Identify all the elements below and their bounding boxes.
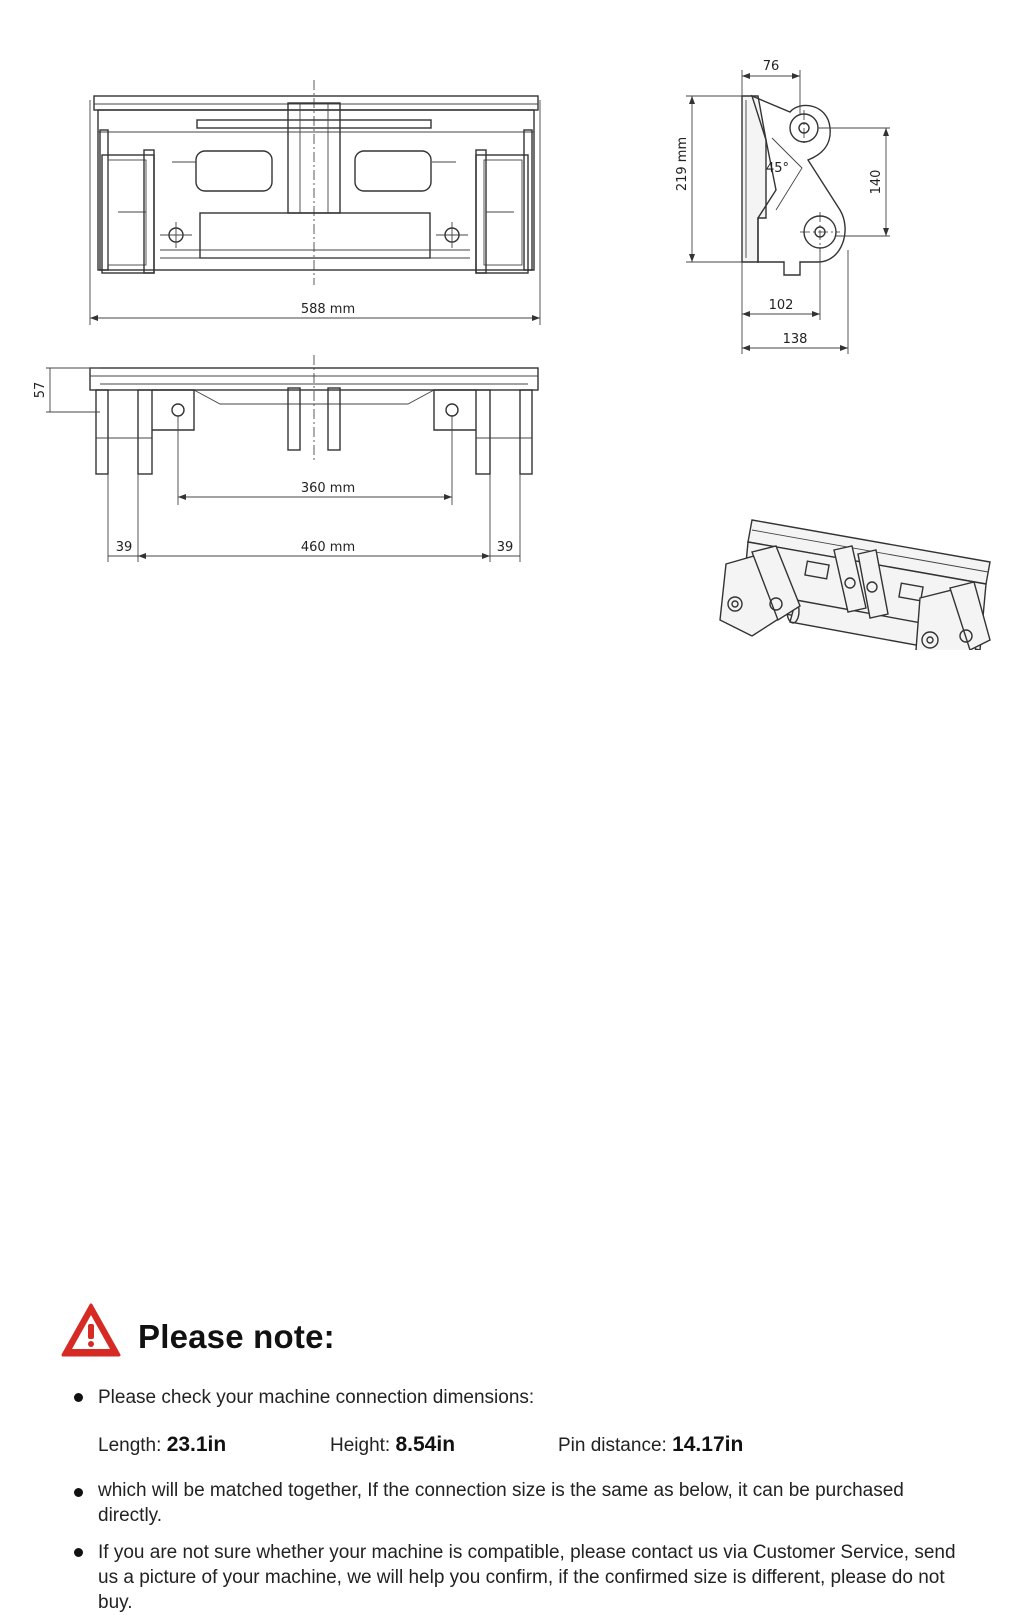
front-view: 588 mm (89, 80, 541, 325)
dim-460: 460 mm (301, 540, 355, 555)
note-line-1: Please check your machine connection dim… (98, 1387, 535, 1408)
measurement-height: Height: 8.54in (330, 1433, 455, 1457)
dim-588: 588 mm (301, 302, 355, 317)
measurement-value: 23.1in (166, 1433, 227, 1456)
dim-45deg: 45° (766, 161, 789, 176)
dim-140: 140 (869, 170, 884, 195)
dim-102: 102 (769, 298, 794, 313)
dim-76: 76 (763, 59, 780, 74)
measurement-length: Length: 23.1in (98, 1433, 226, 1457)
bullet-icon (74, 1393, 83, 1402)
top-view: 57 360 mm 39 460 mm 39 (33, 355, 539, 562)
measurement-pin-distance: Pin distance: 14.17in (558, 1433, 743, 1457)
note-title: Please note: (138, 1318, 335, 1355)
note-line-2: which will be matched together, If the c… (98, 1480, 904, 1526)
dim-39-left: 39 (116, 540, 133, 555)
measurement-label: Height: (330, 1435, 391, 1456)
warning-triangle-icon (61, 1303, 121, 1357)
dim-57: 57 (33, 382, 48, 399)
measurement-value: 14.17in (672, 1433, 744, 1456)
measurement-label: Pin distance: (558, 1435, 667, 1456)
dim-39-right: 39 (497, 540, 514, 555)
measurement-label: Length: (98, 1435, 162, 1456)
technical-drawing: 588 mm 57 360 mm (33, 59, 991, 650)
bullet-icon (74, 1488, 83, 1497)
note-line-3: If you are not sure whether your machine… (98, 1542, 956, 1613)
bullet-icon (74, 1548, 83, 1557)
dim-219: 219 mm (675, 137, 690, 191)
note-section: Please note: Please check your machine c… (0, 650, 1024, 1613)
dim-360: 360 mm (301, 481, 355, 496)
side-view: 45° 76 219 mm 140 102 138 (675, 59, 890, 354)
isometric-view (719, 519, 991, 650)
dim-138: 138 (783, 332, 808, 347)
measurement-value: 8.54in (395, 1433, 456, 1456)
